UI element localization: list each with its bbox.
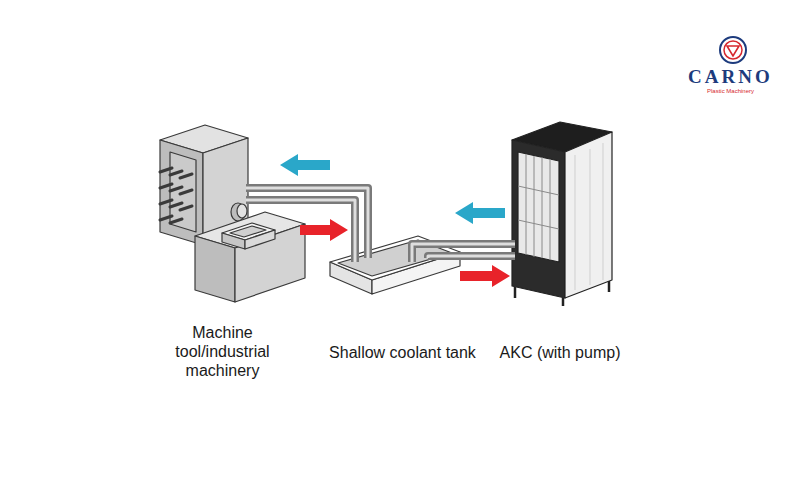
flow-arrow bbox=[300, 219, 348, 241]
brand-name: CARNO bbox=[688, 66, 773, 88]
brand-tagline: Plastic Machinery bbox=[707, 88, 754, 94]
coolant-pipe bbox=[480, 240, 490, 248]
equipment-node: Shallow coolant tank bbox=[325, 228, 480, 362]
machine-tool bbox=[160, 125, 305, 302]
pipe-highlight bbox=[480, 243, 490, 246]
equipment-node: Machine tool/industrial machinery bbox=[140, 130, 305, 380]
coolant-pipe bbox=[305, 188, 368, 228]
flow-arrow bbox=[460, 265, 510, 287]
pipe-group bbox=[305, 200, 355, 228]
pipe-group bbox=[480, 244, 490, 245]
pipe-highlight bbox=[480, 255, 490, 258]
pipe-highlight bbox=[305, 188, 368, 228]
logo-mark bbox=[720, 37, 746, 63]
coolant-pipe bbox=[480, 252, 490, 260]
equipment-node: AKC (with pump) bbox=[490, 122, 630, 362]
coolant-pipe bbox=[305, 200, 355, 228]
flow-arrow bbox=[455, 202, 505, 224]
chiller-unit bbox=[512, 122, 612, 306]
pipe-group bbox=[480, 256, 490, 257]
equipment-label: AKC (with pump) bbox=[490, 343, 630, 362]
pipe-stub bbox=[246, 188, 515, 262]
pipe-group bbox=[305, 188, 368, 228]
equipment-label: Shallow coolant tank bbox=[325, 343, 480, 362]
equipment-label: Machine tool/industrial machinery bbox=[160, 323, 285, 380]
pipe-highlight bbox=[305, 200, 355, 228]
flow-arrow bbox=[280, 154, 330, 176]
